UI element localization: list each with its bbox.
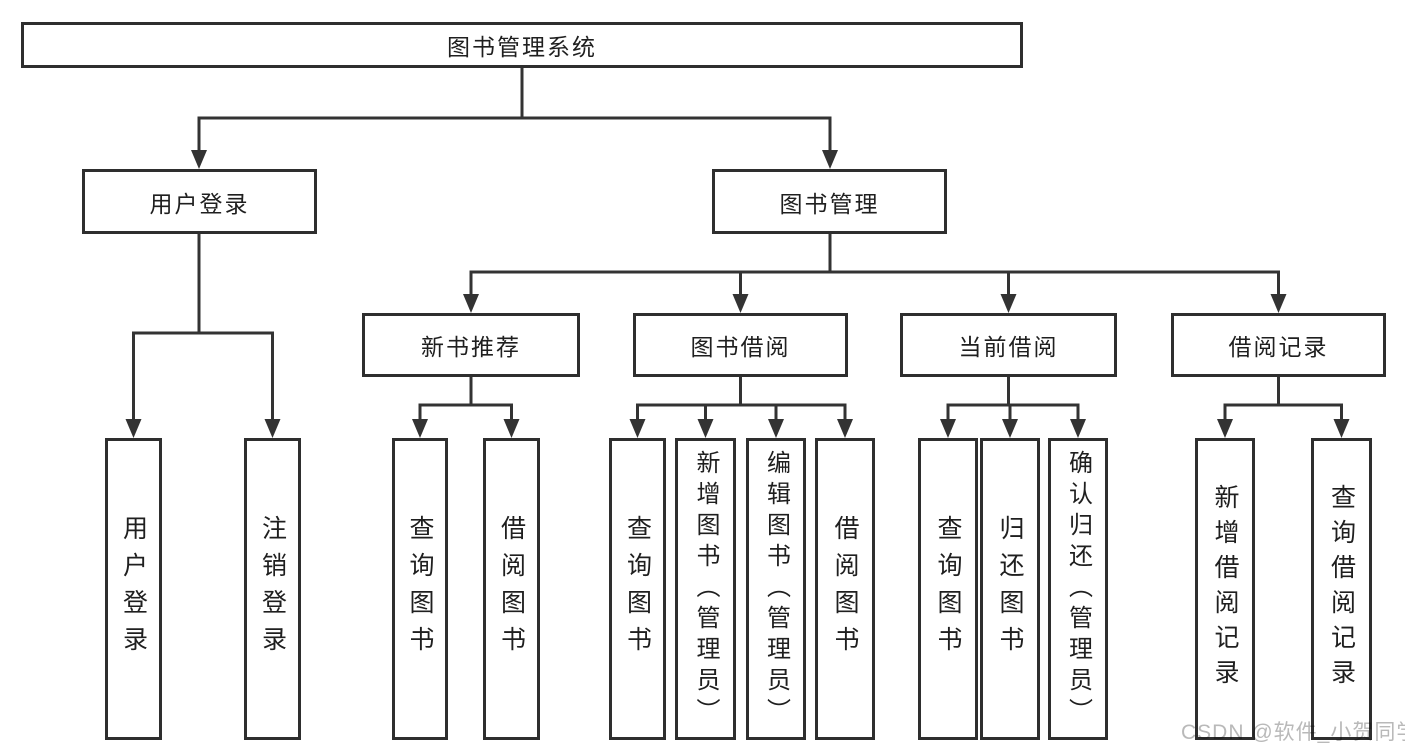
leaf-recommend-borrow-books: 借阅图书	[483, 438, 540, 740]
leaf-label: 查询图书	[406, 515, 434, 663]
node-label: 当前借阅	[958, 334, 1059, 360]
node-label: 用户登录	[149, 190, 250, 217]
leaf-borrow-add-books-admin: 新增图书（管理员）	[675, 438, 736, 740]
leaf-current-query-books: 查询图书	[918, 438, 978, 740]
leaf-label: 查询图书	[623, 515, 652, 663]
watermark: CSDN @软件_小贺同学	[1181, 721, 1405, 744]
node-label: 图书管理	[779, 190, 880, 217]
leaf-label: 借阅图书	[831, 515, 859, 663]
leaf-label: 新增借阅记录	[1211, 484, 1239, 694]
node-new-book-recommend: 新书推荐	[362, 313, 580, 377]
leaf-borrow-borrow-books: 借阅图书	[815, 438, 875, 740]
node-book-borrowing: 图书借阅	[633, 313, 848, 377]
node-label: 图书管理系统	[447, 34, 597, 60]
leaf-label: 归还图书	[996, 515, 1024, 663]
node-label: 图书借阅	[690, 334, 791, 360]
leaf-label: 新增图书（管理员）	[692, 449, 719, 729]
leaf-records-query-borrow-record: 查询借阅记录	[1311, 438, 1372, 740]
leaf-recommend-query-books: 查询图书	[392, 438, 448, 740]
leaf-borrow-query-books: 查询图书	[609, 438, 666, 740]
leaf-label: 编辑图书（管理员）	[762, 449, 790, 729]
leaf-label: 借阅图书	[497, 515, 526, 663]
leaf-label: 查询借阅记录	[1327, 484, 1356, 694]
leaf-borrow-edit-books-admin: 编辑图书（管理员）	[746, 438, 806, 740]
node-user-login: 用户登录	[82, 169, 317, 234]
leaf-label: 确认归还（管理员）	[1064, 449, 1092, 729]
leaf-label: 注销登录	[258, 515, 287, 663]
leaf-records-add-borrow-record: 新增借阅记录	[1195, 438, 1255, 740]
leaf-user-login: 用户登录	[105, 438, 162, 740]
node-book-management: 图书管理	[712, 169, 947, 234]
node-label: 新书推荐	[421, 334, 521, 360]
node-root: 图书管理系统	[21, 22, 1023, 68]
leaf-current-confirm-return-admin: 确认归还（管理员）	[1048, 438, 1108, 740]
leaf-current-return-books: 归还图书	[980, 438, 1040, 740]
node-borrowing-records: 借阅记录	[1171, 313, 1386, 377]
leaf-label: 查询图书	[934, 515, 962, 663]
node-label: 借阅记录	[1228, 334, 1329, 360]
node-current-borrowing: 当前借阅	[900, 313, 1117, 377]
leaf-logout: 注销登录	[244, 438, 301, 740]
leaf-label: 用户登录	[119, 515, 148, 663]
